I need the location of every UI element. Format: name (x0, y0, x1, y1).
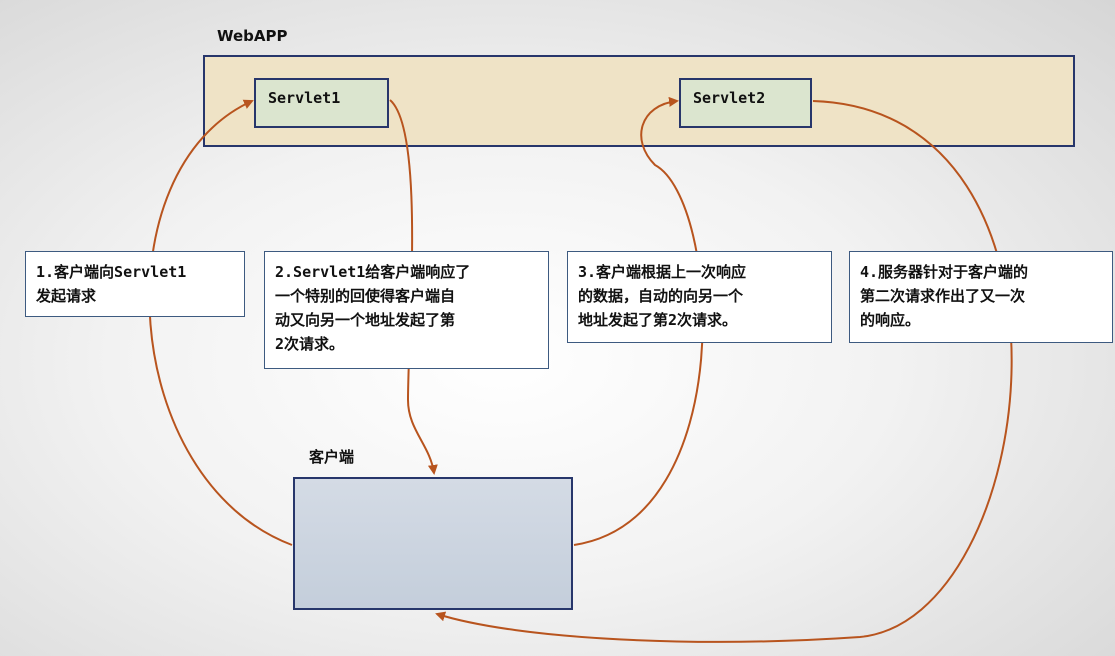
servlet2-box: Servlet2 (679, 78, 812, 128)
arrow-servlet2-to-client (435, 100, 1013, 643)
client-title: 客户端 (309, 448, 355, 466)
webapp-title: WebAPP (217, 27, 288, 45)
step4-note: 4.服务器针对于客户端的 第二次请求作出了又一次 的响应。 (849, 251, 1113, 343)
servlet1-box: Servlet1 (254, 78, 389, 128)
client-box (293, 477, 573, 610)
arrow-client-to-servlet2 (573, 96, 704, 546)
step2-note: 2.Servlet1给客户端响应了 一个特别的回使得客户端自 动又向另一个地址发… (264, 251, 549, 369)
arrow-client-to-servlet1 (148, 99, 293, 546)
step1-note: 1.客户端向Servlet1 发起请求 (25, 251, 245, 317)
step3-note: 3.客户端根据上一次响应 的数据，自动的向另一个 地址发起了第2次请求。 (567, 251, 832, 343)
